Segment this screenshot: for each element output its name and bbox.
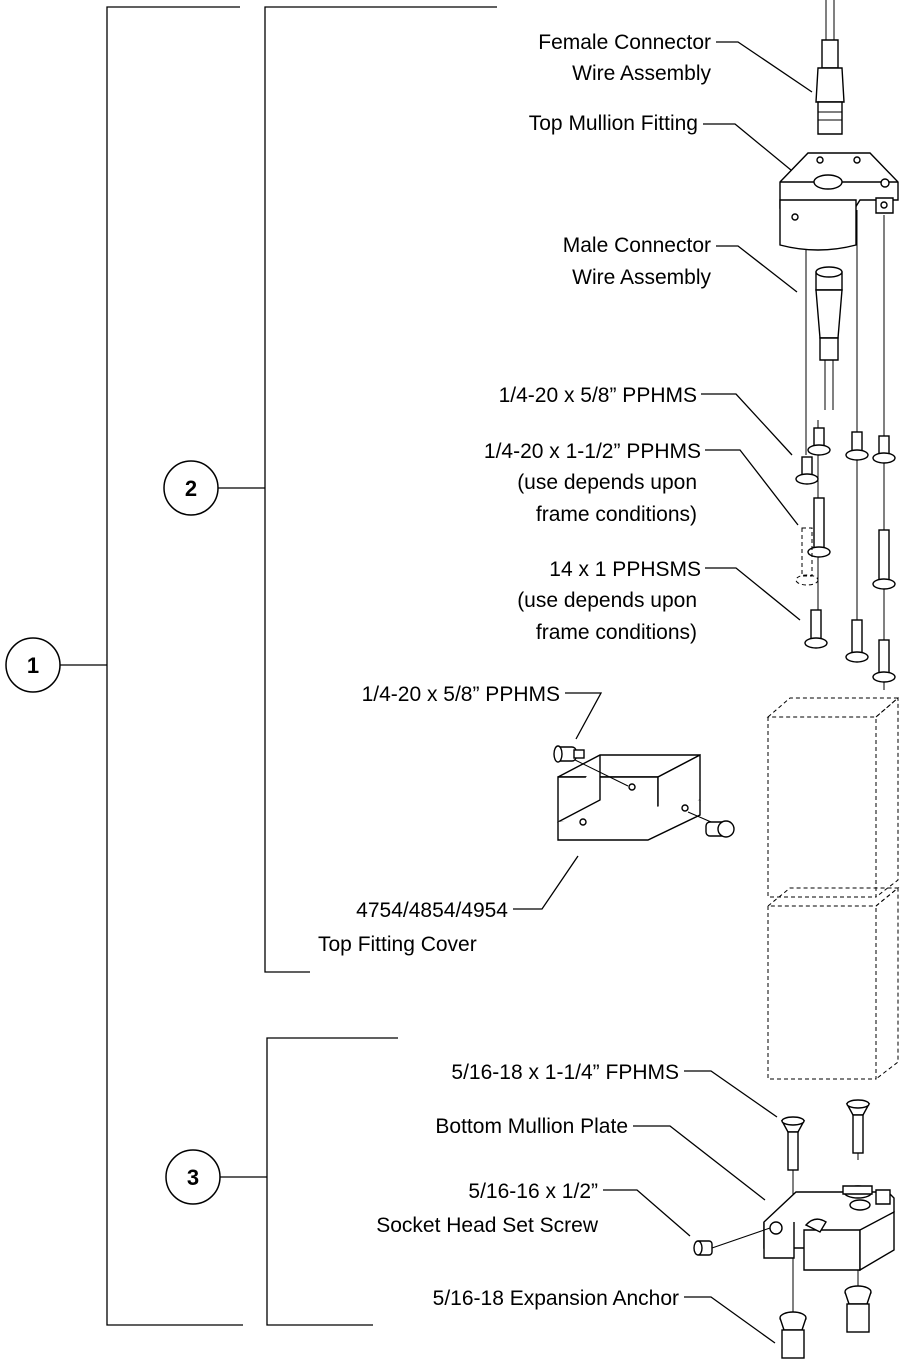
bottom-mullion-plate (763, 1185, 895, 1272)
leader-lines (513, 41, 813, 1344)
label-screw-b-line3: frame conditions) (536, 503, 697, 526)
screw-sheetmetal-3 (872, 639, 896, 683)
label-screw-c-line1: 14 x 1 PPHSMS (549, 558, 701, 581)
label-fphms: 5/16-18 x 1-1/4” FPHMS (451, 1061, 679, 1084)
top-fitting-cover (557, 753, 719, 841)
screw-sheetmetal-2 (845, 619, 869, 663)
label-screw-b-line2: (use depends upon (517, 471, 697, 494)
callout-3: 3 (165, 1149, 221, 1205)
screw-short-2 (845, 431, 869, 461)
label-male-connector-line1: Male Connector (563, 234, 711, 257)
label-bottom-plate: Bottom Mullion Plate (435, 1115, 628, 1138)
bracket-1 (60, 6, 243, 1326)
expansion-anchor-left (779, 1258, 807, 1359)
screw-sheetmetal-1 (804, 609, 828, 649)
label-male-connector-line2: Wire Assembly (572, 266, 711, 289)
label-cover-line2: Top Fitting Cover (318, 933, 477, 956)
cover-screw-right (705, 820, 735, 838)
male-connector-wire-assembly (805, 250, 843, 455)
callout-3-number: 3 (187, 1165, 199, 1190)
label-anchor: 5/16-18 Expansion Anchor (433, 1287, 679, 1310)
screw-long-2 (872, 529, 896, 590)
screw-short-1 (807, 427, 831, 456)
label-female-connector-line2: Wire Assembly (572, 62, 711, 85)
screws-column (795, 210, 896, 690)
label-screw-c-line3: frame conditions) (536, 621, 697, 644)
label-cover-line1: 4754/4854/4954 (356, 899, 508, 922)
label-screw-a: 1/4-20 x 5/8” PPHMS (499, 384, 697, 407)
label-screw-c-line2: (use depends upon (517, 589, 697, 612)
callout-2: 2 (163, 460, 219, 516)
label-set-screw-line1: 5/16-16 x 1/2” (468, 1180, 598, 1203)
callout-2-number: 2 (185, 476, 197, 501)
screw-short-4 (795, 456, 819, 485)
mullion-tube (766, 696, 900, 1080)
callout-1: 1 (5, 637, 61, 693)
label-top-mullion-fitting: Top Mullion Fitting (529, 112, 698, 135)
label-cover-screw: 1/4-20 x 5/8” PPHMS (362, 683, 560, 706)
label-set-screw-line2: Socket Head Set Screw (376, 1214, 599, 1237)
cover-screw-left (553, 745, 585, 763)
callout-1-number: 1 (27, 653, 39, 678)
screw-long-1 (807, 497, 831, 558)
expansion-anchor-right (844, 1270, 872, 1333)
female-connector-wire-assembly (815, 0, 845, 135)
screw-short-3 (872, 435, 896, 464)
bracket-3 (220, 1037, 398, 1326)
screw-long-dashed (795, 527, 819, 586)
socket-head-set-screw (693, 1227, 771, 1256)
label-female-connector-line1: Female Connector (538, 31, 711, 54)
bracket-2 (218, 6, 497, 973)
label-screw-b-line1: 1/4-20 x 1-1/2” PPHMS (484, 440, 701, 463)
top-mullion-fitting (779, 152, 899, 251)
fphms-screw-right (845, 1099, 871, 1160)
